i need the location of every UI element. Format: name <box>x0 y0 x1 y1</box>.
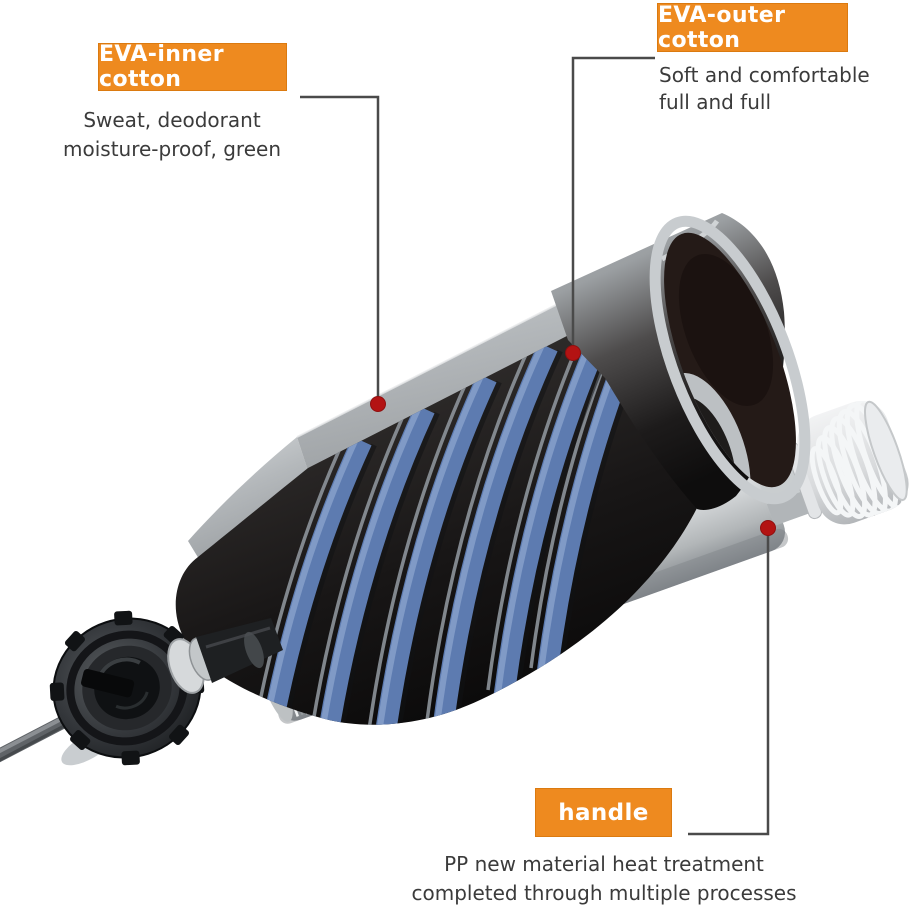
outer-tube-rim <box>649 215 811 505</box>
callout-label-eva-inner: EVA-inner cotton <box>98 42 287 92</box>
marker-dot-inner-icon <box>370 396 386 412</box>
description-line: moisture-proof, green <box>63 137 281 161</box>
leader-line-inner <box>300 95 380 404</box>
marker-dot-handle-icon <box>760 520 776 536</box>
leader-line-handle <box>688 528 770 836</box>
threaded-tip <box>752 397 909 526</box>
description-line: PP new material heat treatment <box>444 852 764 876</box>
callout-label-text: EVA-outer cotton <box>658 2 786 53</box>
callout-description-eva-inner: Sweat, deodorant moisture-proof, green <box>32 106 312 164</box>
callout-label-text: handle <box>558 799 649 826</box>
end-cap-assembly <box>0 610 283 766</box>
description-line: Soft and comfortable <box>659 63 870 87</box>
outer-tube-shell <box>551 213 811 510</box>
description-line: completed through multiple processes <box>411 881 797 905</box>
callout-description-eva-outer: Soft and comfortable full and full <box>659 62 919 116</box>
spindle-shaft <box>196 618 283 683</box>
callout-label-handle: handle <box>535 788 672 837</box>
leader-line-outer <box>571 56 655 353</box>
description-line: Sweat, deodorant <box>83 108 261 132</box>
foam-grip <box>175 255 697 725</box>
marker-dot-outer-icon <box>565 345 581 361</box>
callout-description-handle: PP new material heat treatment completed… <box>374 850 834 908</box>
callout-label-eva-outer: EVA-outer cotton <box>657 2 848 53</box>
callout-label-text: EVA-inner cotton <box>99 42 224 92</box>
inner-tube-top-wrap <box>188 437 308 564</box>
description-line: full and full <box>659 90 772 114</box>
